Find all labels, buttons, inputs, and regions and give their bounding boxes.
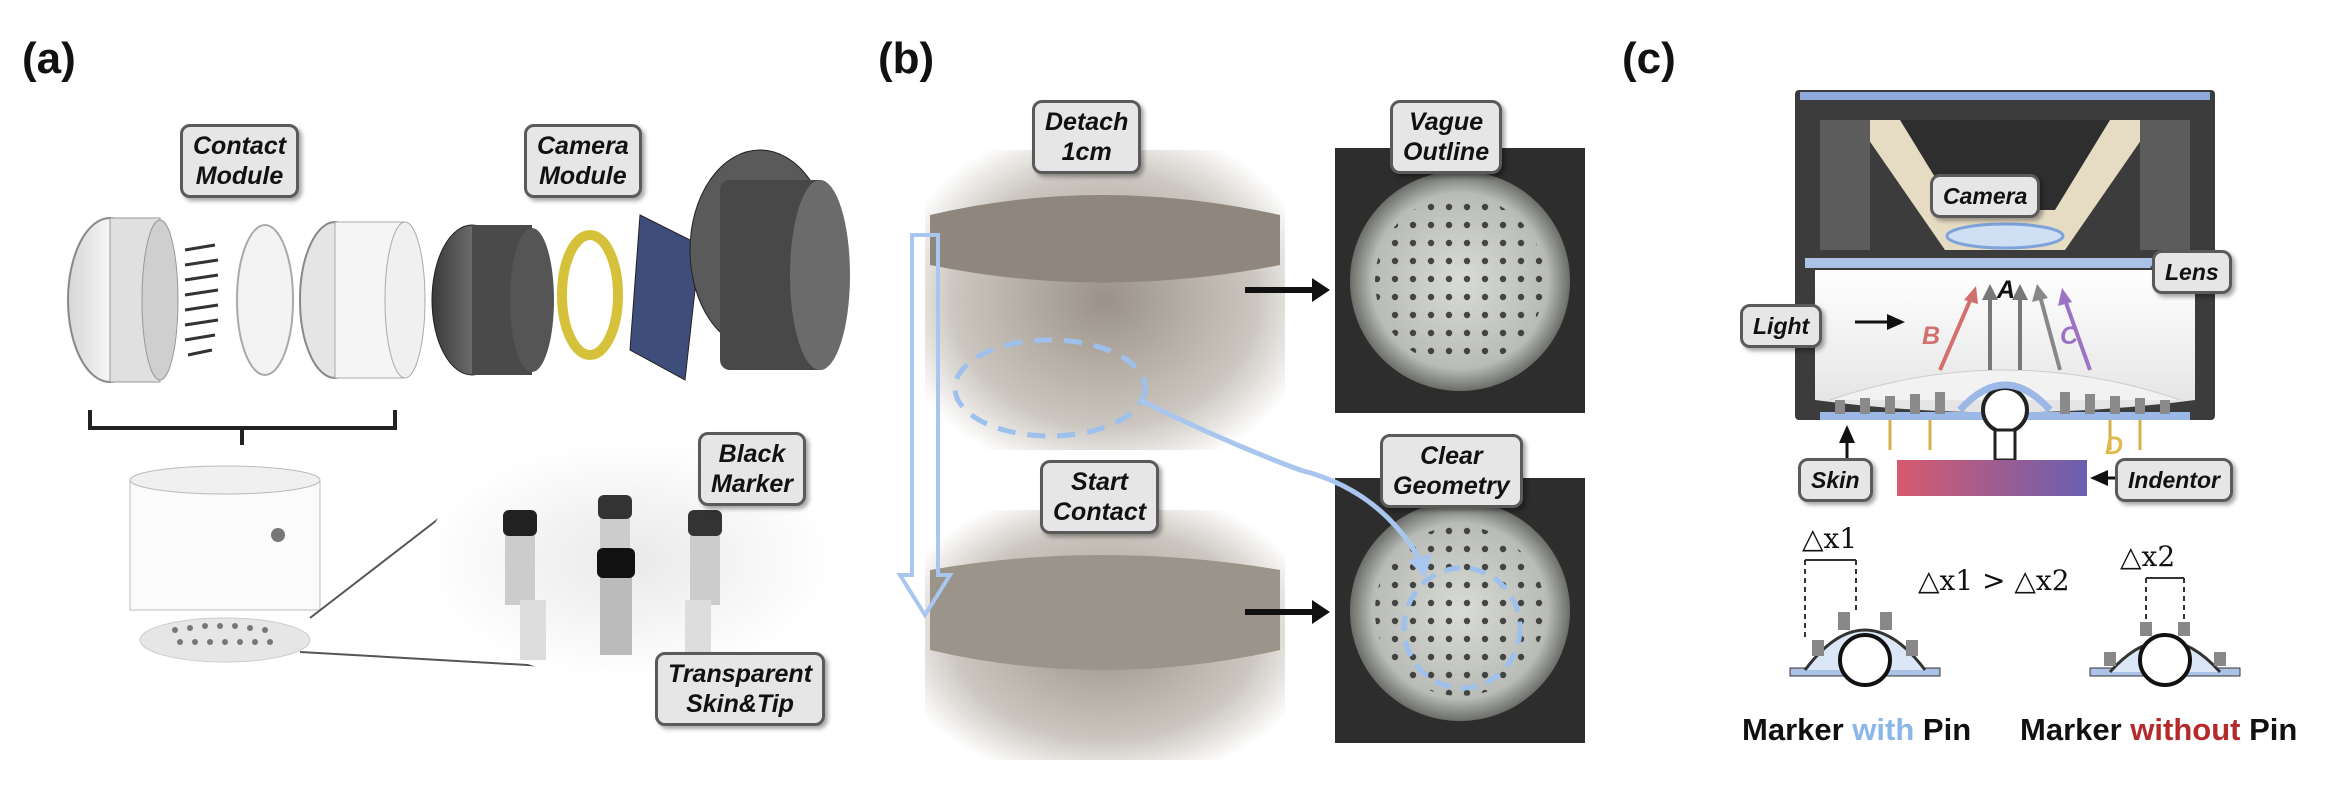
panel-label-a: (a) [22,34,76,83]
panel-label-c: (c) [1622,34,1676,83]
lens-shape [1945,222,2065,250]
tag-skin: Skin [1798,458,1873,502]
ray-label-c: C [2060,322,2079,350]
ray-label-d: D [2105,432,2124,460]
diagram-without-pin [2089,577,2241,687]
indentor-block [1897,460,2087,496]
module-bracket [88,410,397,445]
delta-x1-label: △x1 [1802,522,1858,555]
detach-highlight [952,337,1148,439]
panel-label-b: (b) [878,34,935,83]
progress-arrow [896,233,954,619]
pcb-board [629,214,701,381]
ray-label-b: B [1922,322,1941,350]
marker-pins-c [1835,392,2170,414]
tag-light: Light [1740,304,1823,348]
marker-grid [184,243,219,357]
assembled-cylinder [129,479,321,611]
tag-indentor: Indentor [2115,458,2233,502]
tag-lens: Lens [2152,250,2232,294]
caption-marker-with-pin: Marker with Pin [1742,712,1972,747]
delta-x2-label: △x2 [2120,540,2176,573]
inequality-label: △x1 > △x2 [1918,564,2070,597]
marker-pins [503,495,722,660]
yellow-ring [557,230,623,360]
diagram-with-pin [1789,559,1941,687]
caption-marker-without-pin: Marker without Pin [2020,712,2298,747]
tag-camera: Camera [1930,174,2041,218]
clear-highlight [1401,565,1523,691]
ray-label-a: A [1997,276,2016,304]
transparent-disc [236,224,294,376]
